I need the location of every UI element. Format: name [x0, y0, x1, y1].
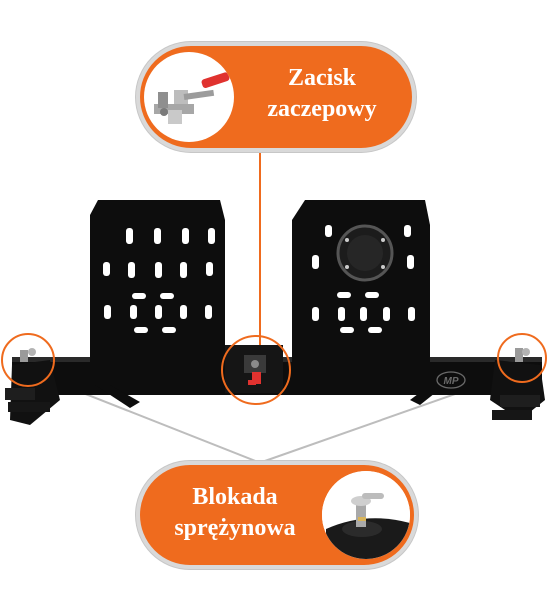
- carrier-frame: MP: [5, 345, 545, 425]
- callout-bottom-line2: sprężynowa: [174, 515, 296, 541]
- mp-logo: MP: [444, 376, 459, 387]
- callout-title-spring-lock: Blokada sprężynowa: [150, 482, 320, 544]
- callout-spring-lock: Blokada sprężynowa: [136, 461, 418, 569]
- highlight-right-lock: [497, 333, 547, 383]
- toggle-clamp-image: [144, 52, 234, 142]
- callout-bottom-line1: Blokada: [192, 484, 278, 510]
- left-mounting-plate: [90, 200, 225, 365]
- callout-toggle-clamp: Zacisk zaczepowy: [136, 42, 416, 152]
- right-mounting-plate: [292, 200, 430, 365]
- callout-top-line1: Zacisk: [287, 65, 356, 91]
- highlight-center-clamp: [221, 335, 291, 405]
- highlight-left-lock: [1, 333, 55, 387]
- callout-top-line2: zaczepowy: [267, 96, 377, 122]
- spring-lock-image: [322, 471, 410, 559]
- callout-title-toggle-clamp: Zacisk zaczepowy: [242, 63, 402, 125]
